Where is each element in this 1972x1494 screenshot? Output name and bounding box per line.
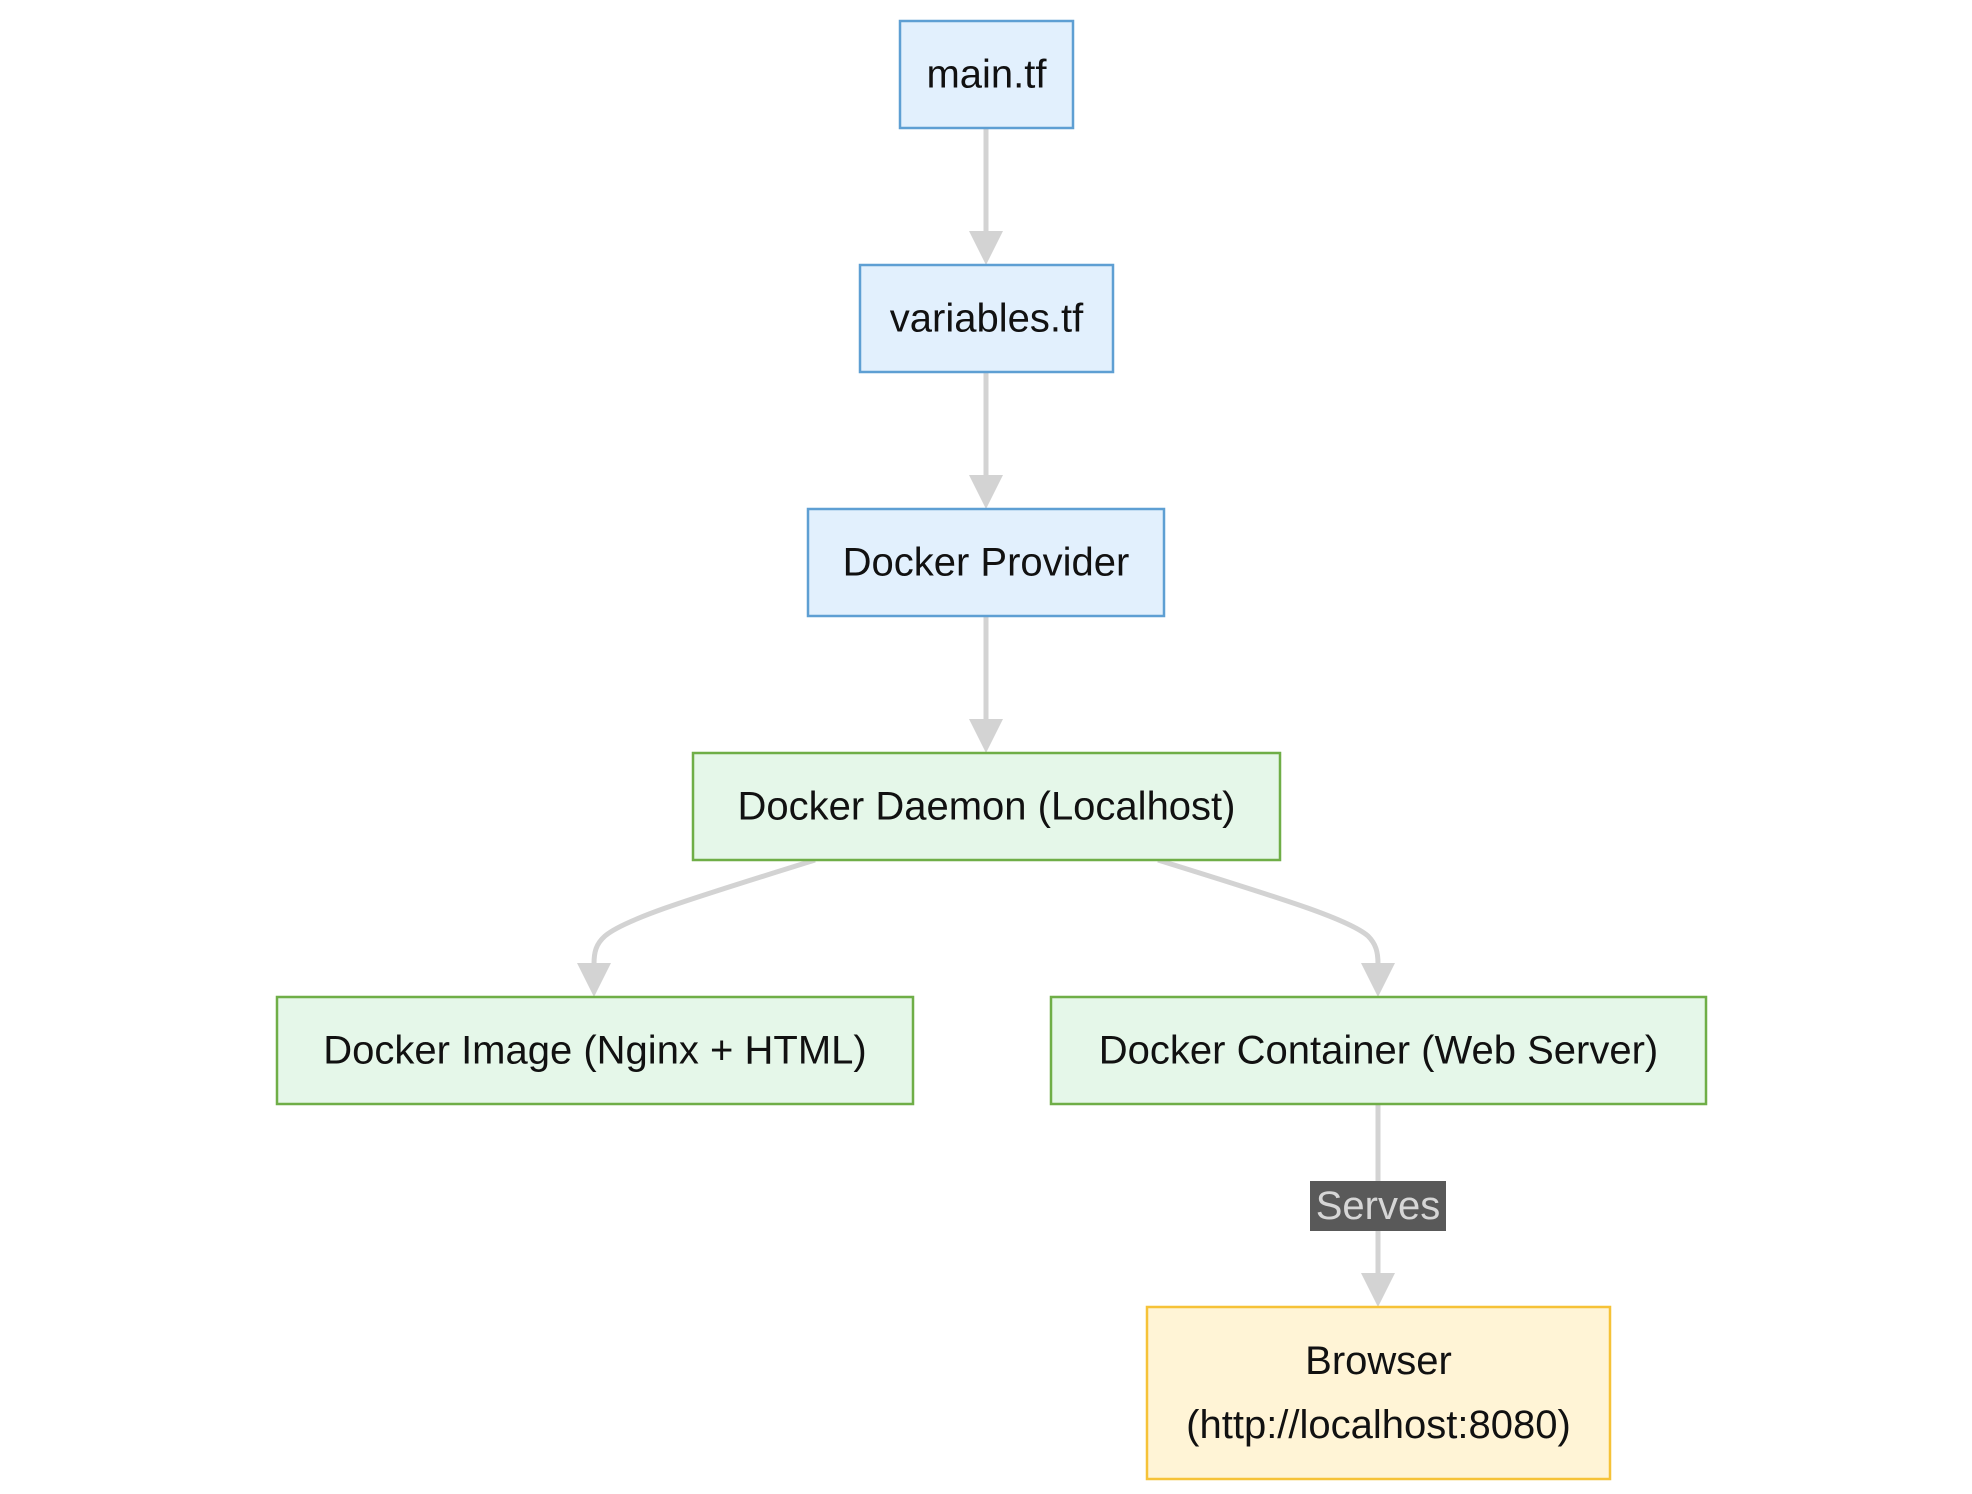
arrowhead-icon — [969, 475, 1003, 509]
edge-line — [1157, 857, 1381, 965]
node-box — [1049, 995, 1708, 1106]
node-browser: Browser (http://localhost:8080) — [1145, 1305, 1612, 1481]
node-variables-tf: variables.tf — [858, 263, 1115, 374]
edge-main-tf-to-variables-tf — [969, 128, 1003, 265]
edges-layer: Serves — [577, 128, 1446, 1307]
edge-docker-daemon-to-docker-image — [577, 857, 816, 997]
edge-docker-container-to-browser: Serves — [1310, 1104, 1446, 1307]
node-label: variables.tf — [890, 297, 1084, 341]
edge-label: Serves — [1310, 1181, 1446, 1231]
node-docker-image: Docker Image (Nginx + HTML) — [275, 995, 915, 1106]
edge-label-background — [1310, 1181, 1446, 1231]
arrowhead-icon — [577, 963, 611, 997]
node-box — [806, 507, 1166, 618]
edge-docker-daemon-to-docker-container — [1157, 857, 1395, 997]
node-box — [1145, 1305, 1612, 1481]
node-label: Docker Provider — [843, 541, 1130, 585]
node-label: (http://localhost:8080) — [1186, 1403, 1571, 1447]
node-box — [898, 19, 1075, 130]
node-main-tf: main.tf — [898, 19, 1075, 130]
node-box — [275, 995, 915, 1106]
arrowhead-icon — [1361, 1273, 1395, 1307]
node-label: Docker Image (Nginx + HTML) — [323, 1029, 866, 1073]
arrowhead-icon — [969, 719, 1003, 753]
edge-variables-tf-to-docker-provider — [969, 372, 1003, 509]
node-label: Docker Daemon (Localhost) — [738, 785, 1236, 829]
node-box — [691, 751, 1282, 862]
arrowhead-icon — [1361, 963, 1395, 997]
node-docker-provider: Docker Provider — [806, 507, 1166, 618]
node-label: Docker Container (Web Server) — [1099, 1029, 1658, 1073]
node-label: main.tf — [926, 53, 1047, 97]
edge-label-text: Serves — [1316, 1184, 1441, 1228]
node-docker-daemon: Docker Daemon (Localhost) — [691, 751, 1282, 862]
edge-line — [591, 857, 816, 965]
node-box — [858, 263, 1115, 374]
arrowhead-icon — [969, 231, 1003, 265]
edge-docker-provider-to-docker-daemon — [969, 616, 1003, 753]
node-docker-container: Docker Container (Web Server) — [1049, 995, 1708, 1106]
node-label: Browser — [1305, 1339, 1452, 1383]
